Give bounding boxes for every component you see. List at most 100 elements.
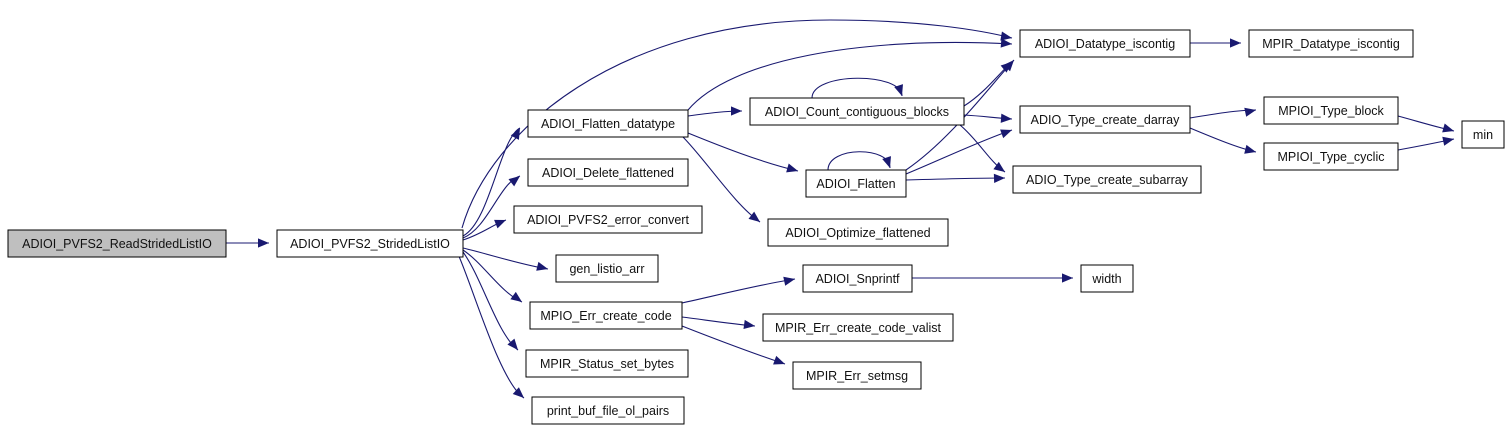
arrowhead-icon — [1000, 129, 1012, 139]
arrowhead-icon — [1442, 123, 1454, 133]
node-box[interactable] — [1248, 29, 1414, 58]
node-label: min — [1473, 128, 1493, 142]
arrowhead-icon — [786, 163, 798, 173]
arrowhead-icon — [1244, 107, 1256, 117]
nodes-layer: ADIOI_PVFS2_ReadStridedListIO ADIOI_PVFS2… — [7, 29, 1505, 425]
arrowhead-icon — [512, 387, 524, 398]
graph-node[interactable]: MPIOI_Type_cyclic — [1263, 142, 1399, 171]
node-label: ADIOI_Optimize_flattened — [785, 226, 930, 240]
node-box[interactable] — [802, 264, 913, 293]
arrowhead-icon — [1000, 31, 1012, 41]
arrowhead-icon — [1000, 113, 1012, 123]
arrowhead-icon — [993, 161, 1005, 172]
graph-node[interactable]: MPIR_Err_create_code_valist — [762, 313, 954, 342]
arrowhead-icon — [1244, 144, 1256, 154]
arrowhead-icon — [536, 261, 548, 271]
node-box[interactable] — [529, 301, 683, 330]
graph-node[interactable]: ADIOI_Count_contiguous_blocks — [749, 97, 965, 126]
node-box[interactable] — [762, 313, 954, 342]
node-label: ADIOI_PVFS2_StridedListIO — [290, 237, 450, 251]
call-edge — [681, 316, 756, 327]
node-label: ADIO_Type_create_subarray — [1026, 173, 1189, 187]
call-edge — [461, 19, 1013, 229]
node-box[interactable] — [1012, 165, 1202, 194]
node-box[interactable] — [767, 218, 949, 247]
arrowhead-icon — [1000, 38, 1012, 48]
call-edge — [827, 151, 891, 171]
node-label: print_buf_file_ol_pairs — [547, 404, 669, 418]
node-label: gen_listio_arr — [569, 262, 644, 276]
arrowhead-icon — [894, 84, 903, 96]
graph-node[interactable]: gen_listio_arr — [555, 254, 659, 283]
node-box[interactable] — [525, 349, 689, 378]
arrowhead-icon — [748, 211, 760, 222]
arrowhead-icon — [258, 238, 269, 248]
node-box[interactable] — [527, 158, 689, 187]
node-box[interactable] — [7, 229, 227, 258]
graph-node[interactable]: ADIOI_Delete_flattened — [527, 158, 689, 187]
graph-node[interactable]: min — [1461, 120, 1505, 149]
graph-node[interactable]: ADIOI_Datatype_iscontig — [1019, 29, 1191, 58]
graph-node[interactable]: MPIR_Datatype_iscontig — [1248, 29, 1414, 58]
graph-node[interactable]: ADIOI_Snprintf — [802, 264, 913, 293]
node-box[interactable] — [513, 205, 703, 234]
node-label: MPIOI_Type_cyclic — [1278, 150, 1385, 164]
graph-node[interactable]: ADIO_Type_create_subarray — [1012, 165, 1202, 194]
node-box[interactable] — [555, 254, 659, 283]
call-edge — [681, 278, 796, 304]
arrowhead-icon — [773, 355, 785, 365]
node-label: MPIR_Datatype_iscontig — [1262, 37, 1400, 51]
graph-node[interactable]: ADIOI_PVFS2_ReadStridedListIO — [7, 229, 227, 258]
node-box[interactable] — [531, 396, 685, 425]
graph-node[interactable]: ADIOI_Flatten — [805, 169, 907, 198]
arrowhead-icon — [1062, 273, 1073, 283]
graph-node[interactable]: ADIOI_PVFS2_StridedListIO — [276, 229, 464, 258]
arrowhead-icon — [508, 176, 520, 187]
node-box[interactable] — [749, 97, 965, 126]
arrowhead-icon — [1230, 38, 1241, 48]
node-label: width — [1091, 272, 1121, 286]
node-box[interactable] — [527, 109, 689, 138]
graph-node[interactable]: ADIOI_Flatten_datatype — [527, 109, 689, 138]
arrowhead-icon — [510, 128, 520, 140]
graph-node[interactable]: ADIOI_PVFS2_error_convert — [513, 205, 703, 234]
node-label: MPIR_Status_set_bytes — [540, 357, 674, 371]
graph-node[interactable]: width — [1080, 264, 1134, 293]
node-label: ADIOI_PVFS2_error_convert — [527, 213, 689, 227]
node-label: MPIO_Err_create_code — [540, 309, 671, 323]
graph-node[interactable]: ADIOI_Optimize_flattened — [767, 218, 949, 247]
graph-node[interactable]: ADIO_Type_create_darray — [1019, 105, 1191, 134]
arrowhead-icon — [731, 106, 742, 116]
arrowhead-icon — [494, 219, 506, 229]
node-box[interactable] — [1080, 264, 1134, 293]
node-box[interactable] — [1263, 96, 1399, 125]
graph-node[interactable]: MPIO_Err_create_code — [529, 301, 683, 330]
node-box[interactable] — [1019, 29, 1191, 58]
arrowhead-icon — [510, 291, 522, 302]
node-label: ADIOI_Flatten_datatype — [541, 117, 675, 131]
node-label: ADIOI_Snprintf — [815, 272, 900, 286]
arrowhead-icon — [783, 276, 795, 286]
graph-node[interactable]: MPIOI_Type_block — [1263, 96, 1399, 125]
arrowhead-icon — [882, 156, 891, 168]
arrowhead-icon — [507, 338, 518, 350]
node-box[interactable] — [805, 169, 907, 198]
arrowhead-icon — [1003, 60, 1014, 72]
call-edge — [462, 251, 519, 351]
graph-node[interactable]: MPIR_Status_set_bytes — [525, 349, 689, 378]
call-edge — [905, 177, 1006, 181]
arrowheads-layer — [258, 31, 1454, 398]
node-box[interactable] — [792, 361, 922, 390]
node-label: MPIR_Err_create_code_valist — [775, 321, 942, 335]
node-box[interactable] — [1461, 120, 1505, 149]
node-box[interactable] — [276, 229, 464, 258]
graph-node[interactable]: MPIR_Err_setmsg — [792, 361, 922, 390]
node-box[interactable] — [1019, 105, 1191, 134]
graph-node[interactable]: print_buf_file_ol_pairs — [531, 396, 685, 425]
node-box[interactable] — [1263, 142, 1399, 171]
node-label: MPIR_Err_setmsg — [806, 369, 908, 383]
call-edge — [811, 77, 903, 99]
call-edge — [687, 41, 1013, 111]
